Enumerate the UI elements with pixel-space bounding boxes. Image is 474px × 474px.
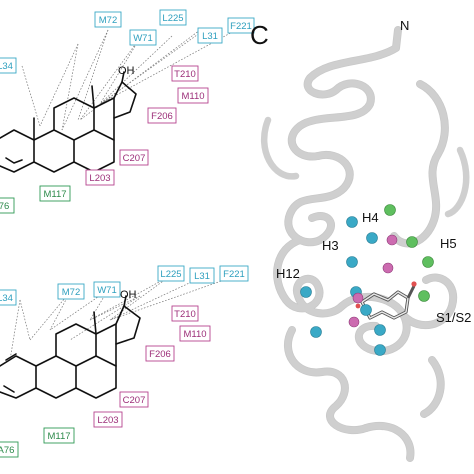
green-sphere <box>418 290 430 302</box>
residue-box: 76 <box>0 197 15 214</box>
svg-text:F206: F206 <box>149 349 171 360</box>
s1s2-label: S1/S2 <box>436 310 471 325</box>
svg-text:C207: C207 <box>123 153 146 164</box>
residue-box: L31 <box>189 267 215 284</box>
residue-box: C207 <box>119 149 149 166</box>
green-sphere <box>384 204 396 216</box>
top-steroid-skeleton <box>0 71 137 173</box>
svg-text:F206: F206 <box>151 111 173 122</box>
residue-box: M110 <box>177 87 209 104</box>
residue-box: F206 <box>147 107 177 124</box>
svg-text:W71: W71 <box>133 33 153 44</box>
residue-box: L225 <box>159 9 187 26</box>
svg-text:T210: T210 <box>174 309 196 320</box>
green-sphere <box>406 236 418 248</box>
svg-text:F221: F221 <box>223 269 245 280</box>
residue-box: M117 <box>39 185 71 202</box>
residue-box: L31 <box>197 27 223 44</box>
svg-text:M72: M72 <box>62 287 80 298</box>
cyan-sphere <box>346 216 358 228</box>
svg-text:C207: C207 <box>123 395 146 406</box>
top-contact-diagram: OH M72 W71 L225 L31 F221 L34 T210 M110 F… <box>0 9 255 214</box>
bottom-residue-boxes: M72 W71 L225 L31 F221 L34 T210 M110 F206… <box>0 265 249 458</box>
magenta-sphere <box>386 234 398 246</box>
svg-text:L31: L31 <box>194 271 210 282</box>
bottom-contact-diagram: OH M72 W71 L225 L31 F221 L34 T210 M110 F… <box>0 265 249 458</box>
cyan-sphere <box>310 326 322 338</box>
h3-label: H3 <box>322 238 339 253</box>
residue-box: L34 <box>0 57 17 74</box>
panel-letter-c: C <box>250 20 269 50</box>
h12-label: H12 <box>276 266 300 281</box>
magenta-sphere <box>348 316 360 328</box>
green-sphere <box>422 256 434 268</box>
residue-box: L34 <box>0 289 17 306</box>
magenta-sphere <box>382 262 394 274</box>
residue-box: L203 <box>93 411 123 428</box>
residue-box: M72 <box>94 11 122 28</box>
svg-text:L203: L203 <box>97 415 118 426</box>
bottom-steroid-skeleton <box>0 295 141 399</box>
residue-box: W71 <box>129 29 157 46</box>
svg-text:F221: F221 <box>230 21 252 32</box>
magenta-sphere <box>352 292 364 304</box>
residue-box: W71 <box>93 281 121 298</box>
residue-box: F221 <box>227 17 255 34</box>
residue-box: M72 <box>57 283 85 300</box>
residue-box: T210 <box>171 65 199 82</box>
panel-c: C <box>250 18 471 462</box>
bottom-hydroxyl-label: OH <box>120 289 137 301</box>
residue-box: L225 <box>157 265 185 282</box>
h4-label: H4 <box>362 210 379 225</box>
top-residue-boxes: M72 W71 L225 L31 F221 L34 T210 M110 F206… <box>0 9 255 214</box>
svg-text:M110: M110 <box>181 91 204 102</box>
svg-text:L225: L225 <box>160 269 181 280</box>
cyan-sphere <box>366 232 378 244</box>
svg-text:W71: W71 <box>97 285 117 296</box>
h5-label: H5 <box>440 236 457 251</box>
residue-box: A76 <box>0 441 19 458</box>
cyan-sphere <box>374 324 386 336</box>
top-hydroxyl-label: OH <box>118 65 135 77</box>
residue-box: L203 <box>85 169 115 186</box>
cyan-sphere <box>346 256 358 268</box>
cyan-sphere <box>374 344 386 356</box>
cyan-sphere <box>300 286 312 298</box>
residue-box: M117 <box>43 427 75 444</box>
residue-box: F221 <box>219 265 249 282</box>
svg-text:M117: M117 <box>43 189 66 200</box>
svg-text:M117: M117 <box>47 431 70 442</box>
svg-text:L34: L34 <box>0 293 13 304</box>
svg-text:T210: T210 <box>174 69 196 80</box>
residue-spheres <box>300 204 434 356</box>
svg-text:M72: M72 <box>99 15 117 26</box>
svg-text:L34: L34 <box>0 61 13 72</box>
protein-ribbon <box>260 26 470 462</box>
residue-box: C207 <box>119 391 149 408</box>
svg-text:M110: M110 <box>183 329 206 340</box>
svg-text:L31: L31 <box>202 31 218 42</box>
svg-text:L203: L203 <box>89 173 110 184</box>
n-terminus-label: N <box>400 18 409 33</box>
svg-text:76: 76 <box>0 201 9 212</box>
svg-text:L225: L225 <box>162 13 183 24</box>
residue-box: T210 <box>171 305 199 322</box>
residue-box: F206 <box>145 345 175 362</box>
svg-text:A76: A76 <box>0 445 14 456</box>
cyan-sphere <box>360 304 372 316</box>
bound-ligand <box>355 281 417 320</box>
residue-box: M110 <box>179 325 211 342</box>
